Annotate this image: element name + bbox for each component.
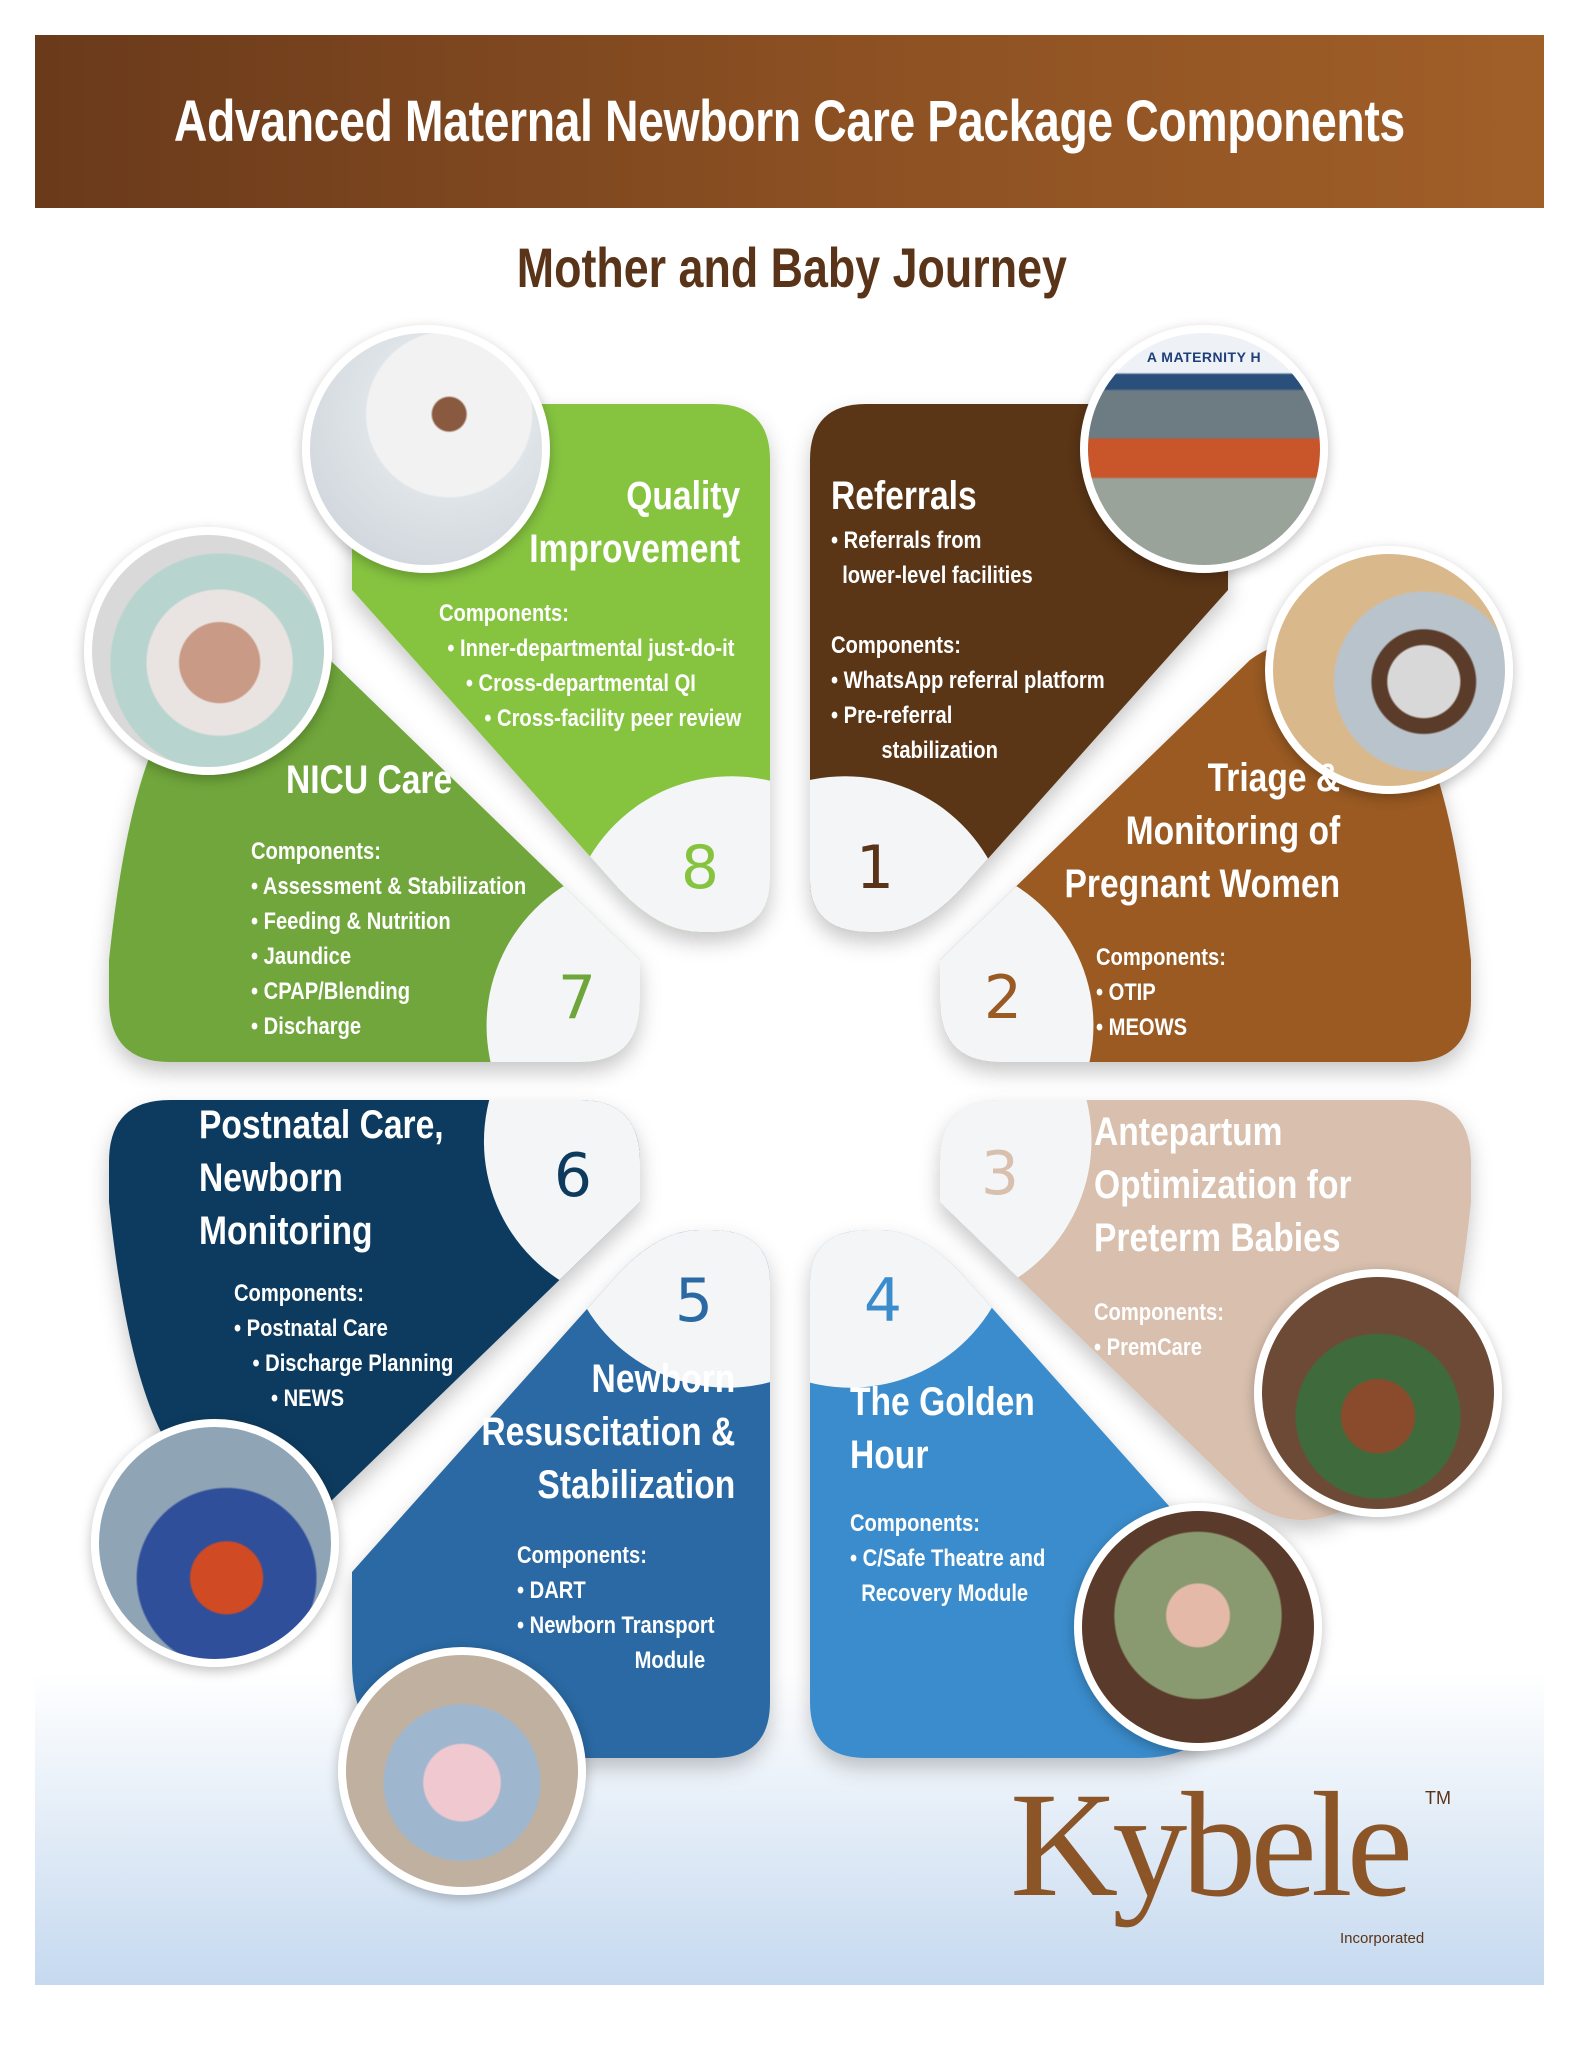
- number-badge-5: [562, 1230, 770, 1388]
- photo-nicu-care: [84, 527, 332, 775]
- petal-components-postnatal-care: Components: • Postnatal Care • Discharge P…: [234, 1276, 495, 1416]
- petal-text-triage-monitoring: Triage & Monitoring of Pregnant Women: [1012, 752, 1340, 911]
- number-badge-7: [486, 860, 640, 1062]
- petal-line: • Postnatal Care: [234, 1315, 388, 1342]
- step-number: 8: [681, 833, 719, 903]
- petal-line: • Referrals from: [831, 527, 982, 554]
- petal-title: Preterm Babies: [1094, 1216, 1341, 1260]
- photo-golden-hour: [1074, 1503, 1322, 1751]
- number-badge-3: [940, 1100, 1092, 1306]
- petal-title: Referrals: [831, 474, 977, 518]
- petal-line: • OTIP: [1096, 979, 1156, 1006]
- petal-title: Improvement: [529, 527, 740, 571]
- petal-components-nicu-care: Components: • Assessment & Stabilization •…: [251, 834, 579, 1044]
- petal-line: • Newborn Transport: [517, 1612, 715, 1639]
- petal-title: Newborn: [199, 1156, 343, 1200]
- photo-antepartum: [1254, 1269, 1502, 1517]
- petal-title: Postnatal Care,: [199, 1103, 444, 1147]
- petal-line: • CPAP/Blending: [251, 978, 411, 1005]
- petal-title: Newborn: [591, 1357, 735, 1401]
- petal-components-quality-improvement: Components: • Inner-departmental just-do-…: [439, 596, 799, 736]
- number-badge-4: [810, 1230, 1016, 1388]
- petal-line: Components:: [517, 1542, 647, 1569]
- petal-line: Module: [634, 1647, 706, 1674]
- petal-line: • PremCare: [1094, 1334, 1202, 1361]
- petal-title: Monitoring: [199, 1209, 373, 1253]
- petal-line: • Jaundice: [251, 943, 352, 970]
- petal-line: Components:: [234, 1280, 364, 1307]
- petal-line: • Discharge Planning: [252, 1350, 454, 1377]
- petal-line: • Feeding & Nutrition: [251, 908, 451, 935]
- photo-postnatal-care: [91, 1419, 339, 1667]
- petal-line: Components:: [1094, 1299, 1224, 1326]
- number-badge-8: [566, 776, 770, 932]
- petal-line: • Discharge: [251, 1013, 362, 1040]
- page-title: Advanced Maternal Newborn Care Package C…: [174, 89, 1405, 154]
- step-number: 1: [856, 833, 894, 903]
- step-number: 5: [675, 1266, 713, 1336]
- petal-line: • NEWS: [270, 1385, 345, 1412]
- photo-triage-monitoring: [1265, 546, 1513, 794]
- subtitle: Mother and Baby Journey: [516, 236, 1067, 299]
- petal-line: • C/Safe Theatre and: [850, 1545, 1046, 1572]
- petal-line: stabilization: [831, 737, 998, 764]
- photo-referrals-maternity: A MATERNITY H: [1080, 325, 1328, 573]
- petal-line: Recovery Module: [850, 1580, 1029, 1607]
- petal-line: • DART: [517, 1577, 586, 1604]
- petal-title: Quality: [626, 474, 740, 518]
- petal-line: • Assessment & Stabilization: [251, 873, 527, 900]
- petal-title: Triage &: [1207, 756, 1340, 800]
- petal-line: Components:: [251, 838, 381, 865]
- step-number: 4: [864, 1266, 902, 1336]
- number-badge-6: [483, 1100, 640, 1307]
- petal-line: Components:: [850, 1510, 980, 1537]
- petal-line: • Pre-referral: [831, 702, 953, 729]
- photo-newborn-resuscitation: [338, 1647, 586, 1895]
- petal-title: NICU Care: [286, 758, 453, 802]
- petal-components-triage-monitoring: Components: • OTIP • MEOWS: [1096, 940, 1251, 1045]
- petal-line: [831, 593, 1105, 628]
- petal-title: Stabilization: [537, 1463, 735, 1507]
- photo-quality-improvement: [302, 325, 550, 573]
- petal-line: Components:: [1096, 944, 1226, 971]
- petal-title: The Golden: [850, 1380, 1035, 1424]
- petal-title: Optimization for: [1094, 1163, 1352, 1207]
- petal-text-referrals: Referrals • Referrals from lower-level fa…: [831, 470, 1157, 768]
- petal-title: Monitoring of: [1125, 809, 1340, 853]
- petal-line: Components:: [831, 632, 961, 659]
- number-badge-1: [810, 776, 1011, 932]
- petal-title: Hour: [850, 1433, 929, 1477]
- petal-text-nicu-care: NICU Care: [286, 754, 484, 807]
- step-number: 3: [981, 1139, 1019, 1209]
- petal-title: Antepartum: [1094, 1110, 1283, 1154]
- petal-title: Pregnant Women: [1064, 862, 1340, 906]
- header-banner: Advanced Maternal Newborn Care Package C…: [35, 35, 1544, 208]
- petal-components-antepartum-optimization: Components: • PremCare: [1094, 1295, 1249, 1365]
- petal-title: Resuscitation &: [481, 1410, 735, 1454]
- petal-line: • Cross-facility peer review: [484, 705, 742, 732]
- petal-line: lower-level facilities: [831, 562, 1033, 589]
- petal-components-golden-hour: Components: • C/Safe Theatre and Recovery…: [850, 1506, 1082, 1611]
- petal-line: Components:: [439, 600, 569, 627]
- petal-line: • WhatsApp referral platform: [831, 667, 1105, 694]
- step-number: 2: [984, 963, 1022, 1033]
- kybele-logo: Kybele TM Incorporated: [1010, 1762, 1451, 1947]
- number-badge-2: [940, 860, 1094, 1062]
- petal-line: • MEOWS: [1096, 1014, 1188, 1041]
- maternity-sign-text: A MATERNITY H: [1088, 347, 1320, 367]
- petal-line: • Inner-departmental just-do-it: [447, 635, 735, 662]
- petal-line: • Cross-departmental QI: [465, 670, 696, 697]
- step-number: 7: [558, 963, 596, 1033]
- step-number: 6: [554, 1141, 592, 1211]
